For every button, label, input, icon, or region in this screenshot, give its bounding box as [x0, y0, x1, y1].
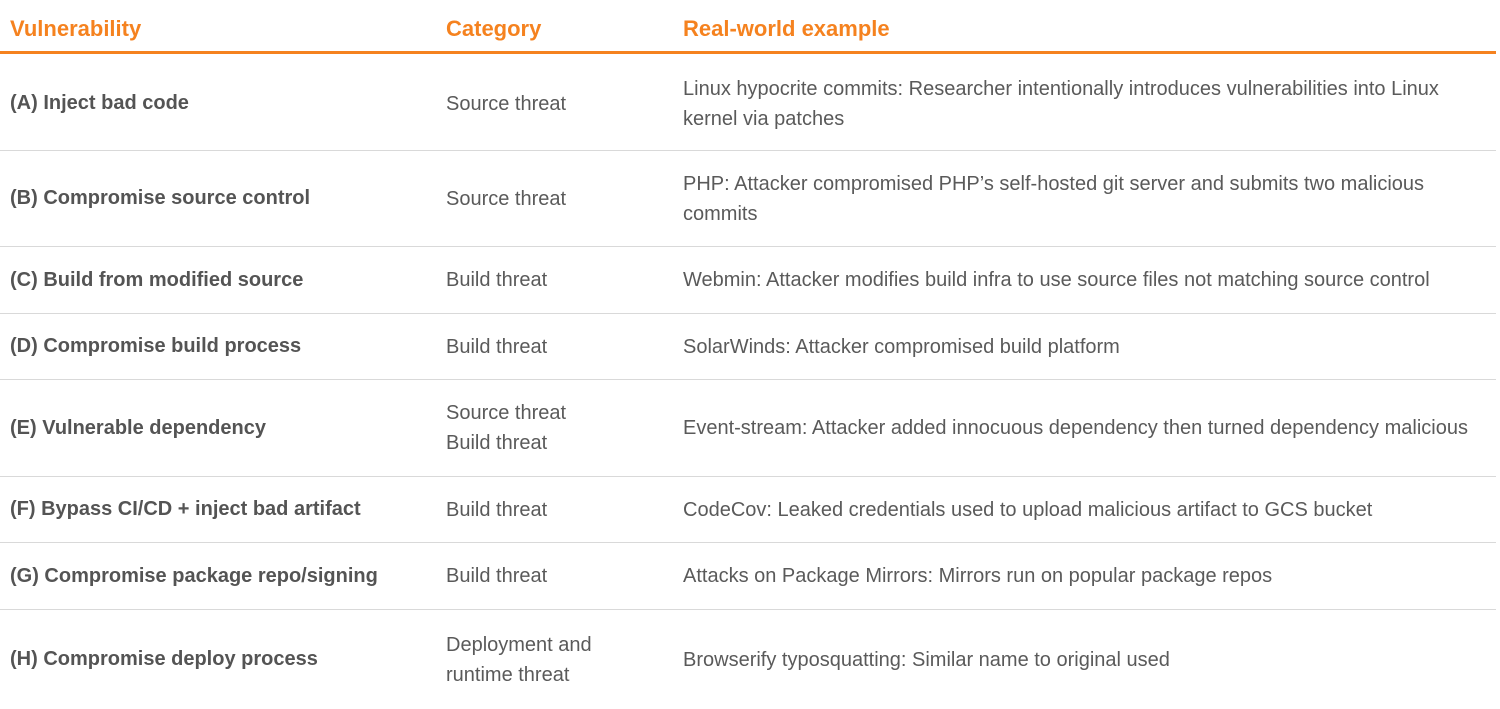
example-text: Browserify typosquatting: Similar name t… — [683, 648, 1170, 671]
category-text: Build threat — [446, 565, 548, 587]
category-text: Source threat Build threat — [446, 402, 567, 454]
table-row: (D) Compromise build process Build threa… — [0, 314, 1496, 380]
example-text: Event-stream: Attacker added innocuous d… — [683, 417, 1468, 439]
table-row: (F) Bypass CI/CD + inject bad artifact B… — [0, 477, 1496, 543]
vulnerability-name: (D) Compromise build process — [10, 335, 302, 357]
example-text: Attacks on Package Mirrors: Mirrors run … — [683, 565, 1273, 587]
vulnerability-name: (C) Build from modified source — [10, 268, 304, 291]
vulnerability-name: (B) Compromise source control — [10, 187, 311, 209]
header-category: Category — [446, 16, 542, 41]
category-text: Source threat — [446, 187, 567, 210]
table-header: Vulnerability Category Real-world exampl… — [0, 0, 1496, 54]
table-row: (B) Compromise source control Source thr… — [0, 151, 1496, 247]
example-text: Linux hypocrite commits: Researcher inte… — [683, 77, 1439, 130]
table-row: (H) Compromise deploy process Deployment… — [0, 610, 1496, 709]
header-vulnerability: Vulnerability — [10, 16, 142, 41]
table-row: (G) Compromise package repo/signing Buil… — [0, 543, 1496, 610]
example-text: Webmin: Attacker modifies build infra to… — [683, 269, 1430, 291]
category-text: Source threat — [446, 92, 567, 115]
table-row: (C) Build from modified source Build thr… — [0, 247, 1496, 314]
vulnerability-name: (A) Inject bad code — [10, 92, 189, 114]
vulnerability-name: (G) Compromise package repo/signing — [10, 564, 378, 587]
example-text: PHP: Attacker compromised PHP’s self-hos… — [683, 172, 1425, 225]
table-row: (A) Inject bad code Source threat Linux … — [0, 57, 1496, 151]
vulnerability-name: (H) Compromise deploy process — [10, 648, 318, 670]
header-example: Real-world example — [683, 16, 890, 41]
table-row: (E) Vulnerable dependency Source threat … — [0, 380, 1496, 477]
category-text: Build threat — [446, 269, 548, 291]
category-text: Build threat — [446, 335, 548, 358]
category-text: Build threat — [446, 498, 548, 521]
example-text: CodeCov: Leaked credentials used to uplo… — [683, 498, 1373, 521]
example-text: SolarWinds: Attacker compromised build p… — [683, 335, 1120, 358]
category-text: Deployment and runtime threat — [446, 633, 592, 686]
vulnerability-name: (E) Vulnerable dependency — [10, 416, 266, 439]
vulnerability-name: (F) Bypass CI/CD + inject bad artifact — [10, 498, 361, 520]
